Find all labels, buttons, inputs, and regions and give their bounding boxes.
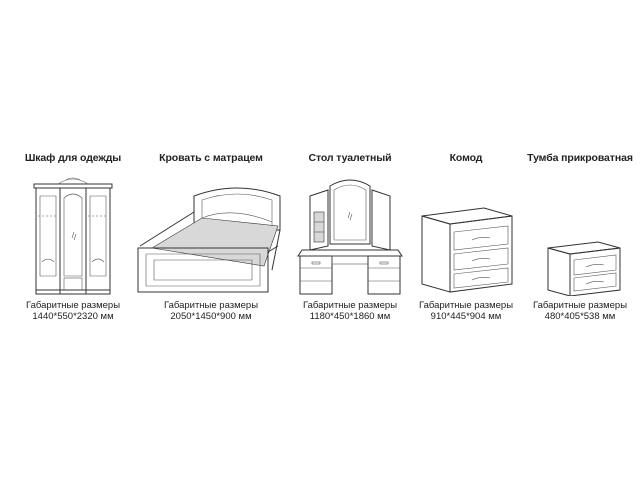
dimensions-value: 1180*450*1860 мм [309, 311, 391, 322]
item-caption: Габаритные размеры 480*405*538 мм [524, 300, 636, 322]
chest-of-drawers-drawing [421, 207, 513, 293]
item-caption: Габаритные размеры 910*445*904 мм [414, 300, 518, 322]
item-caption: Габаритные размеры 1440*550*2320 мм [18, 300, 128, 322]
dimensions-value: 1440*550*2320 мм [32, 311, 114, 322]
dimensions-value: 480*405*538 мм [544, 311, 616, 322]
dimensions-value: 910*445*904 мм [430, 311, 502, 322]
item-wardrobe: Шкаф для одежды [18, 150, 128, 322]
dimensions-value: 2050*1450*900 мм [170, 311, 252, 322]
dimensions-label: Габаритные размеры [163, 300, 259, 311]
item-title: Тумба прикроватная [527, 152, 633, 164]
dimensions-label: Габаритные размеры [302, 300, 398, 311]
dimensions-label: Габаритные размеры [25, 300, 121, 311]
dimensions-label: Габаритные размеры [532, 300, 628, 311]
item-chest-of-drawers: Комод Габаритные размеры 910*445*904 мм [414, 150, 518, 322]
bed-drawing [137, 187, 281, 293]
item-title: Стол туалетный [308, 152, 392, 164]
item-caption: Габаритные размеры 2050*1450*900 мм [132, 300, 290, 322]
item-title: Кровать с матрацем [159, 152, 263, 164]
item-dressing-table: Стол туалетный [294, 150, 406, 322]
dimensions-label: Габаритные размеры [418, 300, 514, 311]
item-bed: Кровать с матрацем Габаритные размеры 20… [132, 150, 290, 322]
bedside-table-drawing [547, 241, 621, 296]
wardrobe-drawing [33, 177, 113, 295]
item-caption: Габаритные размеры 1180*450*1860 мм [294, 300, 406, 322]
item-bedside-table: Тумба прикроватная Габаритные размеры 48… [524, 150, 636, 322]
item-title: Комод [449, 152, 483, 164]
dressing-table-drawing [297, 179, 403, 295]
item-title: Шкаф для одежды [24, 152, 122, 164]
